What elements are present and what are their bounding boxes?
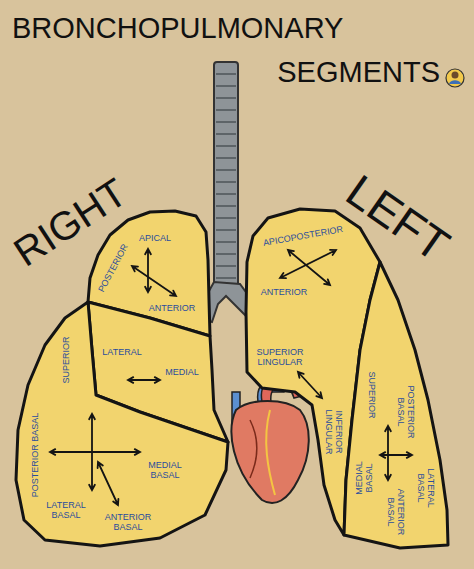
segment-arrow: [298, 372, 322, 398]
segment-label: INFERIOR LINGULAR: [324, 407, 344, 457]
trachea: [214, 62, 238, 288]
author-icon-body: [449, 80, 461, 84]
segment-label: MEDIAL BASAL: [354, 458, 374, 498]
author-icon: [446, 69, 464, 87]
lung: LEFTAPICOPOSTERIORANTERIORSUPERIOR LINGU…: [236, 150, 472, 555]
author-icon-head: [452, 72, 459, 79]
trachea-rings: [216, 74, 236, 278]
segment-label: MEDIAL BASAL: [143, 460, 187, 480]
coronary-vessel: [266, 410, 275, 495]
segment-arrow: [98, 462, 119, 505]
segment-arrow: [380, 452, 412, 458]
segment-label: LATERAL BASAL: [41, 500, 91, 520]
segment-label: ANTERIOR: [149, 303, 196, 313]
segment-label: APICAL: [139, 233, 171, 243]
segment-label: SUPERIOR: [61, 336, 71, 383]
segment-arrow: [280, 250, 336, 278]
segment-arrow: [50, 449, 140, 455]
lobe: SUPERIOR POSTERIOR BASALLATERAL BASAL MEDI…: [12, 298, 232, 550]
segment-arrow: [145, 249, 151, 292]
lobe-outline: [344, 262, 448, 548]
lobe: SUPERIOR POSTERIOR BASAL LATERAL BASAL MEDI…: [340, 258, 452, 552]
segment-label: ANTERIOR: [261, 287, 308, 297]
coronary-vessel: [250, 420, 257, 478]
title: BRONCHOPULMONARY SEGMENTS: [12, 6, 440, 94]
segment-arrow: [385, 426, 391, 480]
segment-label: POSTERIOR BASAL: [396, 384, 416, 440]
segment-label: MEDIAL: [165, 367, 199, 377]
segment-label: LATERAL: [102, 347, 141, 357]
segment-label: LATERAL BASAL: [416, 465, 436, 511]
lobe-outline: [16, 302, 228, 546]
segment-arrow: [128, 377, 160, 383]
heart: [232, 401, 309, 503]
segment-arrow: [288, 250, 330, 285]
segment-label: ANTERIOR BASAL: [101, 512, 155, 532]
segment-arrow: [132, 266, 176, 296]
segment-label: SUPERIOR LINGULAR: [252, 347, 308, 367]
segment-label: ANTERIOR BASAL: [386, 487, 406, 537]
lung: RIGHTAPICALPOSTERIORANTERIORLATERALMEDIA…: [0, 150, 234, 555]
segment-label: SUPERIOR: [367, 371, 377, 418]
segment-label: POSTERIOR BASAL: [30, 413, 40, 498]
